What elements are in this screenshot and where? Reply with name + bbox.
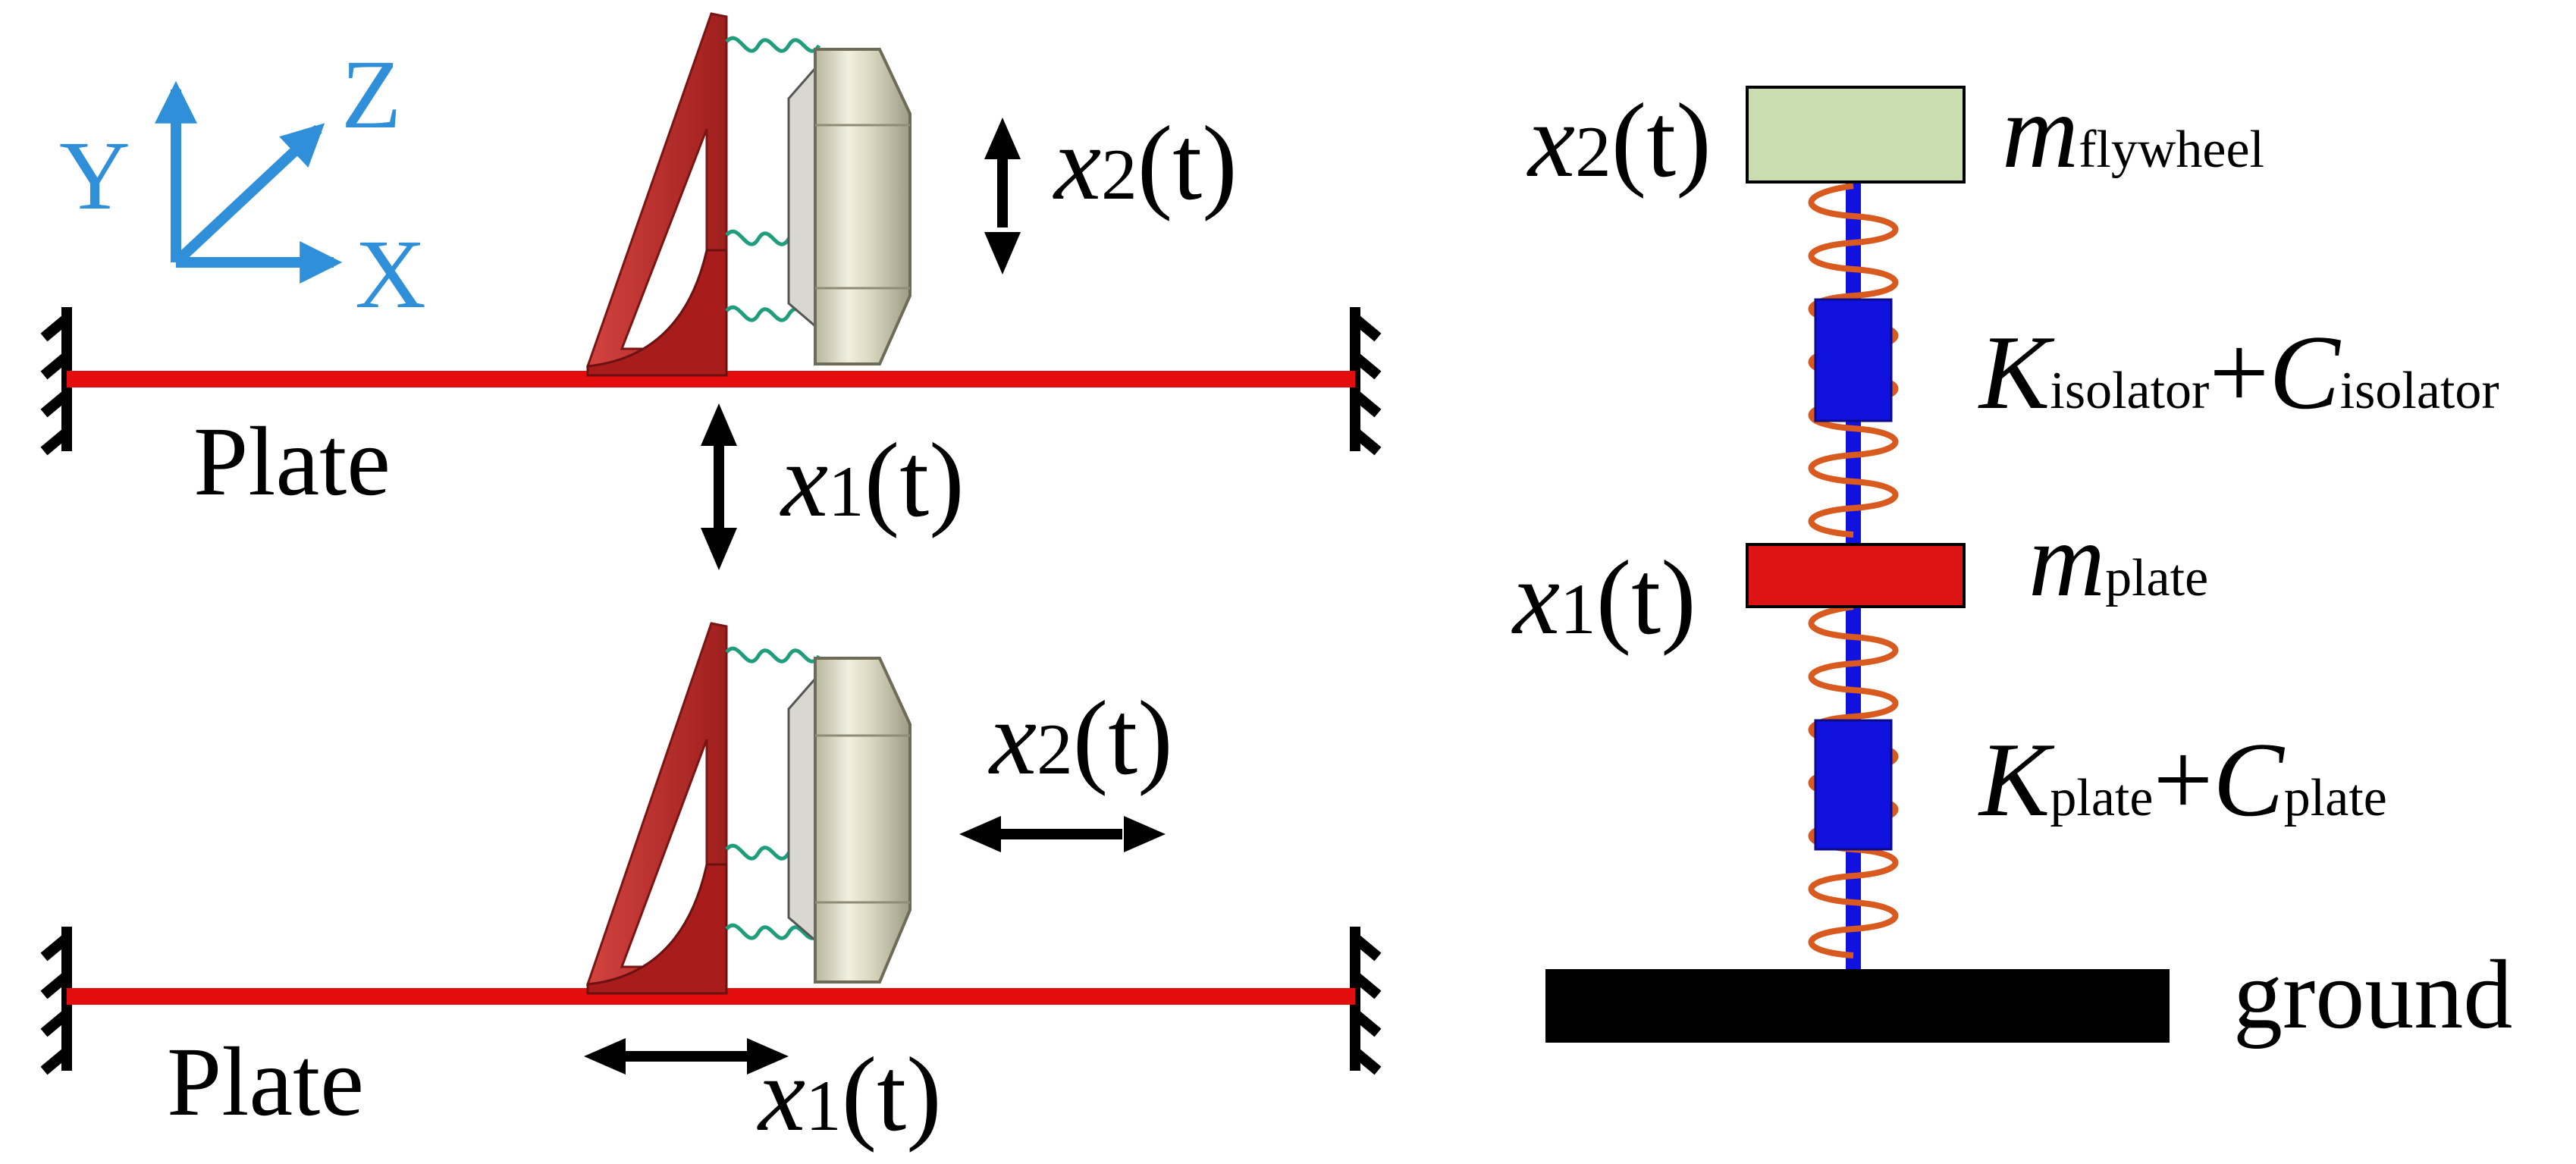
bottom-view: Plate x2(t) x1(t) bbox=[40, 622, 1382, 1153]
upper-spring bbox=[1808, 183, 1899, 538]
x1-label-model: x1(t) bbox=[1511, 539, 1696, 657]
ground-label: ground bbox=[2233, 940, 2512, 1049]
lumped-model: x2(t) x1(t) mflywheel Kisolator+Cisolato… bbox=[1511, 73, 2512, 1049]
bracket-bottom bbox=[585, 622, 728, 995]
right-clamp-bottom bbox=[1350, 927, 1382, 1075]
plate-beam-top bbox=[67, 371, 1355, 387]
x1-arrow-bottom bbox=[584, 1038, 789, 1075]
flywheel-mass-block bbox=[1746, 86, 1966, 184]
right-clamp-top bbox=[1350, 307, 1382, 456]
flywheel-top bbox=[787, 48, 911, 366]
coordinate-axes: Y Z X bbox=[59, 40, 426, 329]
ground-block bbox=[1545, 969, 2170, 1043]
y-axis-label: Y bbox=[59, 121, 130, 231]
z-axis-arrow bbox=[172, 123, 325, 267]
plate-label-top: Plate bbox=[193, 407, 391, 516]
bracket-top bbox=[585, 12, 728, 377]
flywheel-bottom bbox=[787, 657, 911, 984]
plate-mass-block bbox=[1746, 543, 1966, 608]
x2-label-bottom: x2(t) bbox=[988, 679, 1173, 797]
left-clamp-top bbox=[40, 307, 72, 456]
left-clamp-bottom bbox=[40, 927, 72, 1075]
plate-damper bbox=[1814, 719, 1893, 851]
plate-kc-label: Kplate+Cplate bbox=[1978, 721, 2387, 839]
x2-label-top: x2(t) bbox=[1053, 105, 1238, 222]
top-view: Plate x2(t) x1(t) bbox=[40, 12, 1382, 570]
x2-arrow-bottom bbox=[959, 816, 1166, 852]
x-axis-label: X bbox=[355, 220, 426, 329]
x1-label-bottom: x1(t) bbox=[757, 1036, 942, 1153]
x1-label-top: x1(t) bbox=[780, 422, 965, 539]
x2-arrow-top bbox=[984, 118, 1021, 275]
x1-arrow-top bbox=[701, 403, 737, 570]
lower-spring bbox=[1808, 604, 1899, 958]
x2-label-model: x2(t) bbox=[1526, 82, 1712, 199]
isolator-damper bbox=[1814, 298, 1893, 422]
m-flywheel-label: mflywheel bbox=[2002, 73, 2264, 190]
plate-beam-bottom bbox=[67, 988, 1355, 1005]
z-axis-label: Z bbox=[341, 40, 401, 149]
isolator-kc-label: Kisolator+Cisolator bbox=[1978, 314, 2499, 431]
plate-label-bottom: Plate bbox=[167, 1028, 364, 1137]
m-plate-label: mplate bbox=[2028, 501, 2208, 619]
